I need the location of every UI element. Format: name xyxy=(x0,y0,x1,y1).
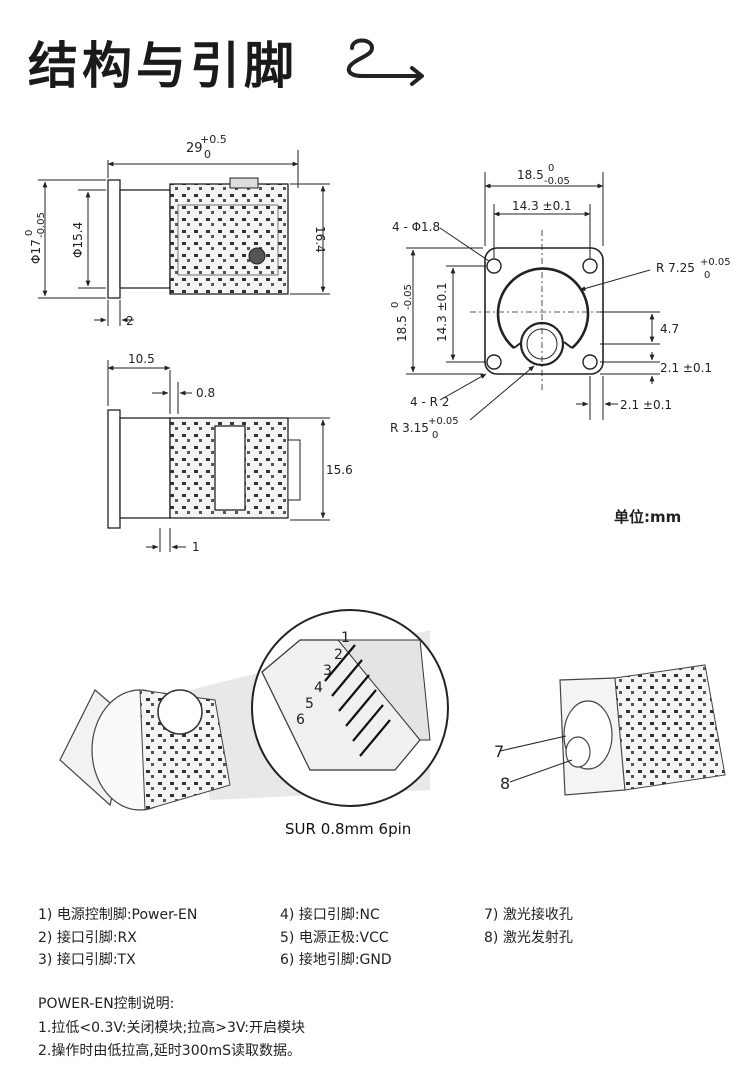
pin-item: 1) 电源控制脚:Power-EN xyxy=(38,907,198,923)
dim-phi17-tol-low: -0.05 xyxy=(36,212,47,238)
arrow-icon xyxy=(346,38,424,86)
dim-corner-r2: 4 - R 2 xyxy=(410,395,449,409)
dim-14-3-w: 14.3 ±0.1 xyxy=(512,199,572,213)
dim-18-5-h-tol-up: 0 xyxy=(390,302,401,308)
dim-16-4: 16.4 xyxy=(313,226,327,253)
dim-29-tol-up: +0.5 xyxy=(200,133,227,146)
dim-2-1-h: 2.1 ±0.1 xyxy=(620,398,672,412)
pin-item: 5) 电源正极:VCC xyxy=(280,929,389,946)
pin-number-3: 3 xyxy=(323,663,332,679)
connector-caption: SUR 0.8mm 6pin xyxy=(285,820,412,838)
dim-r3-15-tol-up: +0.05 xyxy=(428,416,459,427)
callout-7: 7 xyxy=(494,742,504,761)
dim-14-3-h: 14.3 ±0.1 xyxy=(435,282,449,342)
dim-29: 29 xyxy=(186,141,203,156)
pin-number-1: 1 xyxy=(341,630,350,646)
dim-r3-15-tol-low: 0 xyxy=(432,430,438,441)
dim-18-5-w-tol-up: 0 xyxy=(548,163,554,174)
pin-number-6: 6 xyxy=(296,712,305,728)
notes-heading: POWER-EN控制说明: xyxy=(38,996,175,1012)
dim-18-5-w-tol-low: -0.05 xyxy=(544,176,570,187)
pin-number-4: 4 xyxy=(314,680,323,696)
dim-18-5-h-tol-low: -0.05 xyxy=(403,284,414,310)
pin-number-5: 5 xyxy=(305,696,314,712)
module-perspective xyxy=(59,609,449,811)
dim-1: 1 xyxy=(192,540,200,554)
dim-phi17: Φ17 xyxy=(29,239,43,264)
notes-line: 1.拉低<0.3V:关闭模块;拉高>3V:开启模块 xyxy=(38,1019,306,1036)
pin-item: 4) 接口引脚:NC xyxy=(280,907,380,923)
dim-4-7: 4.7 xyxy=(660,322,679,336)
dim-r7-25: R 7.25 xyxy=(656,261,695,275)
unit-label: 单位:mm xyxy=(614,508,682,526)
pin-item: 3) 接口引脚:TX xyxy=(38,952,136,968)
dim-29-tol-low: 0 xyxy=(204,148,211,161)
dim-0-8: 0.8 xyxy=(196,386,215,400)
dim-r7-25-tol-low: 0 xyxy=(704,270,710,281)
label-4-holes: 4 - Φ1.8 xyxy=(392,220,440,234)
dim-phi17-tol-up: 0 xyxy=(24,230,35,236)
pin-list-col2: 4) 接口引脚:NC 5) 电源正极:VCC 6) 接地引脚:GND xyxy=(280,904,392,972)
page-title: 结构与引脚 xyxy=(28,37,298,95)
dim-18-5-h: 18.5 xyxy=(395,315,409,342)
dim-r3-15: R 3.15 xyxy=(390,421,429,435)
side-view-top xyxy=(38,150,330,326)
dim-18-5-w: 18.5 xyxy=(517,168,544,182)
dim-10-5: 10.5 xyxy=(128,352,155,366)
side-view-bottom xyxy=(107,360,330,552)
pin-item: 2) 接口引脚:RX xyxy=(38,929,137,946)
pin-item: 6) 接地引脚:GND xyxy=(280,952,392,968)
front-view xyxy=(406,172,660,421)
dim-2: 2 xyxy=(126,314,134,328)
notes-line: 2.操作时由低拉高,延时300mS读取数据。 xyxy=(38,1043,302,1059)
module-front-perspective xyxy=(499,664,726,796)
pin-item: 7) 激光接收孔 xyxy=(484,907,573,923)
pin-list-col1: 1) 电源控制脚:Power-EN 2) 接口引脚:RX 3) 接口引脚:TX xyxy=(38,904,197,972)
dim-r7-25-tol-up: +0.05 xyxy=(700,257,731,268)
dim-2-1-v: 2.1 ±0.1 xyxy=(660,361,712,375)
callout-8: 8 xyxy=(500,774,510,793)
power-en-notes: POWER-EN控制说明: 1.拉低<0.3V:关闭模块;拉高>3V:开启模块 … xyxy=(38,993,305,1064)
dim-phi15: Φ15.4 xyxy=(71,222,85,258)
dim-15-6: 15.6 xyxy=(326,463,353,477)
pin-list-col3: 7) 激光接收孔 8) 激光发射孔 xyxy=(484,904,573,949)
pin-item: 8) 激光发射孔 xyxy=(484,929,573,946)
pin-number-2: 2 xyxy=(334,647,343,663)
